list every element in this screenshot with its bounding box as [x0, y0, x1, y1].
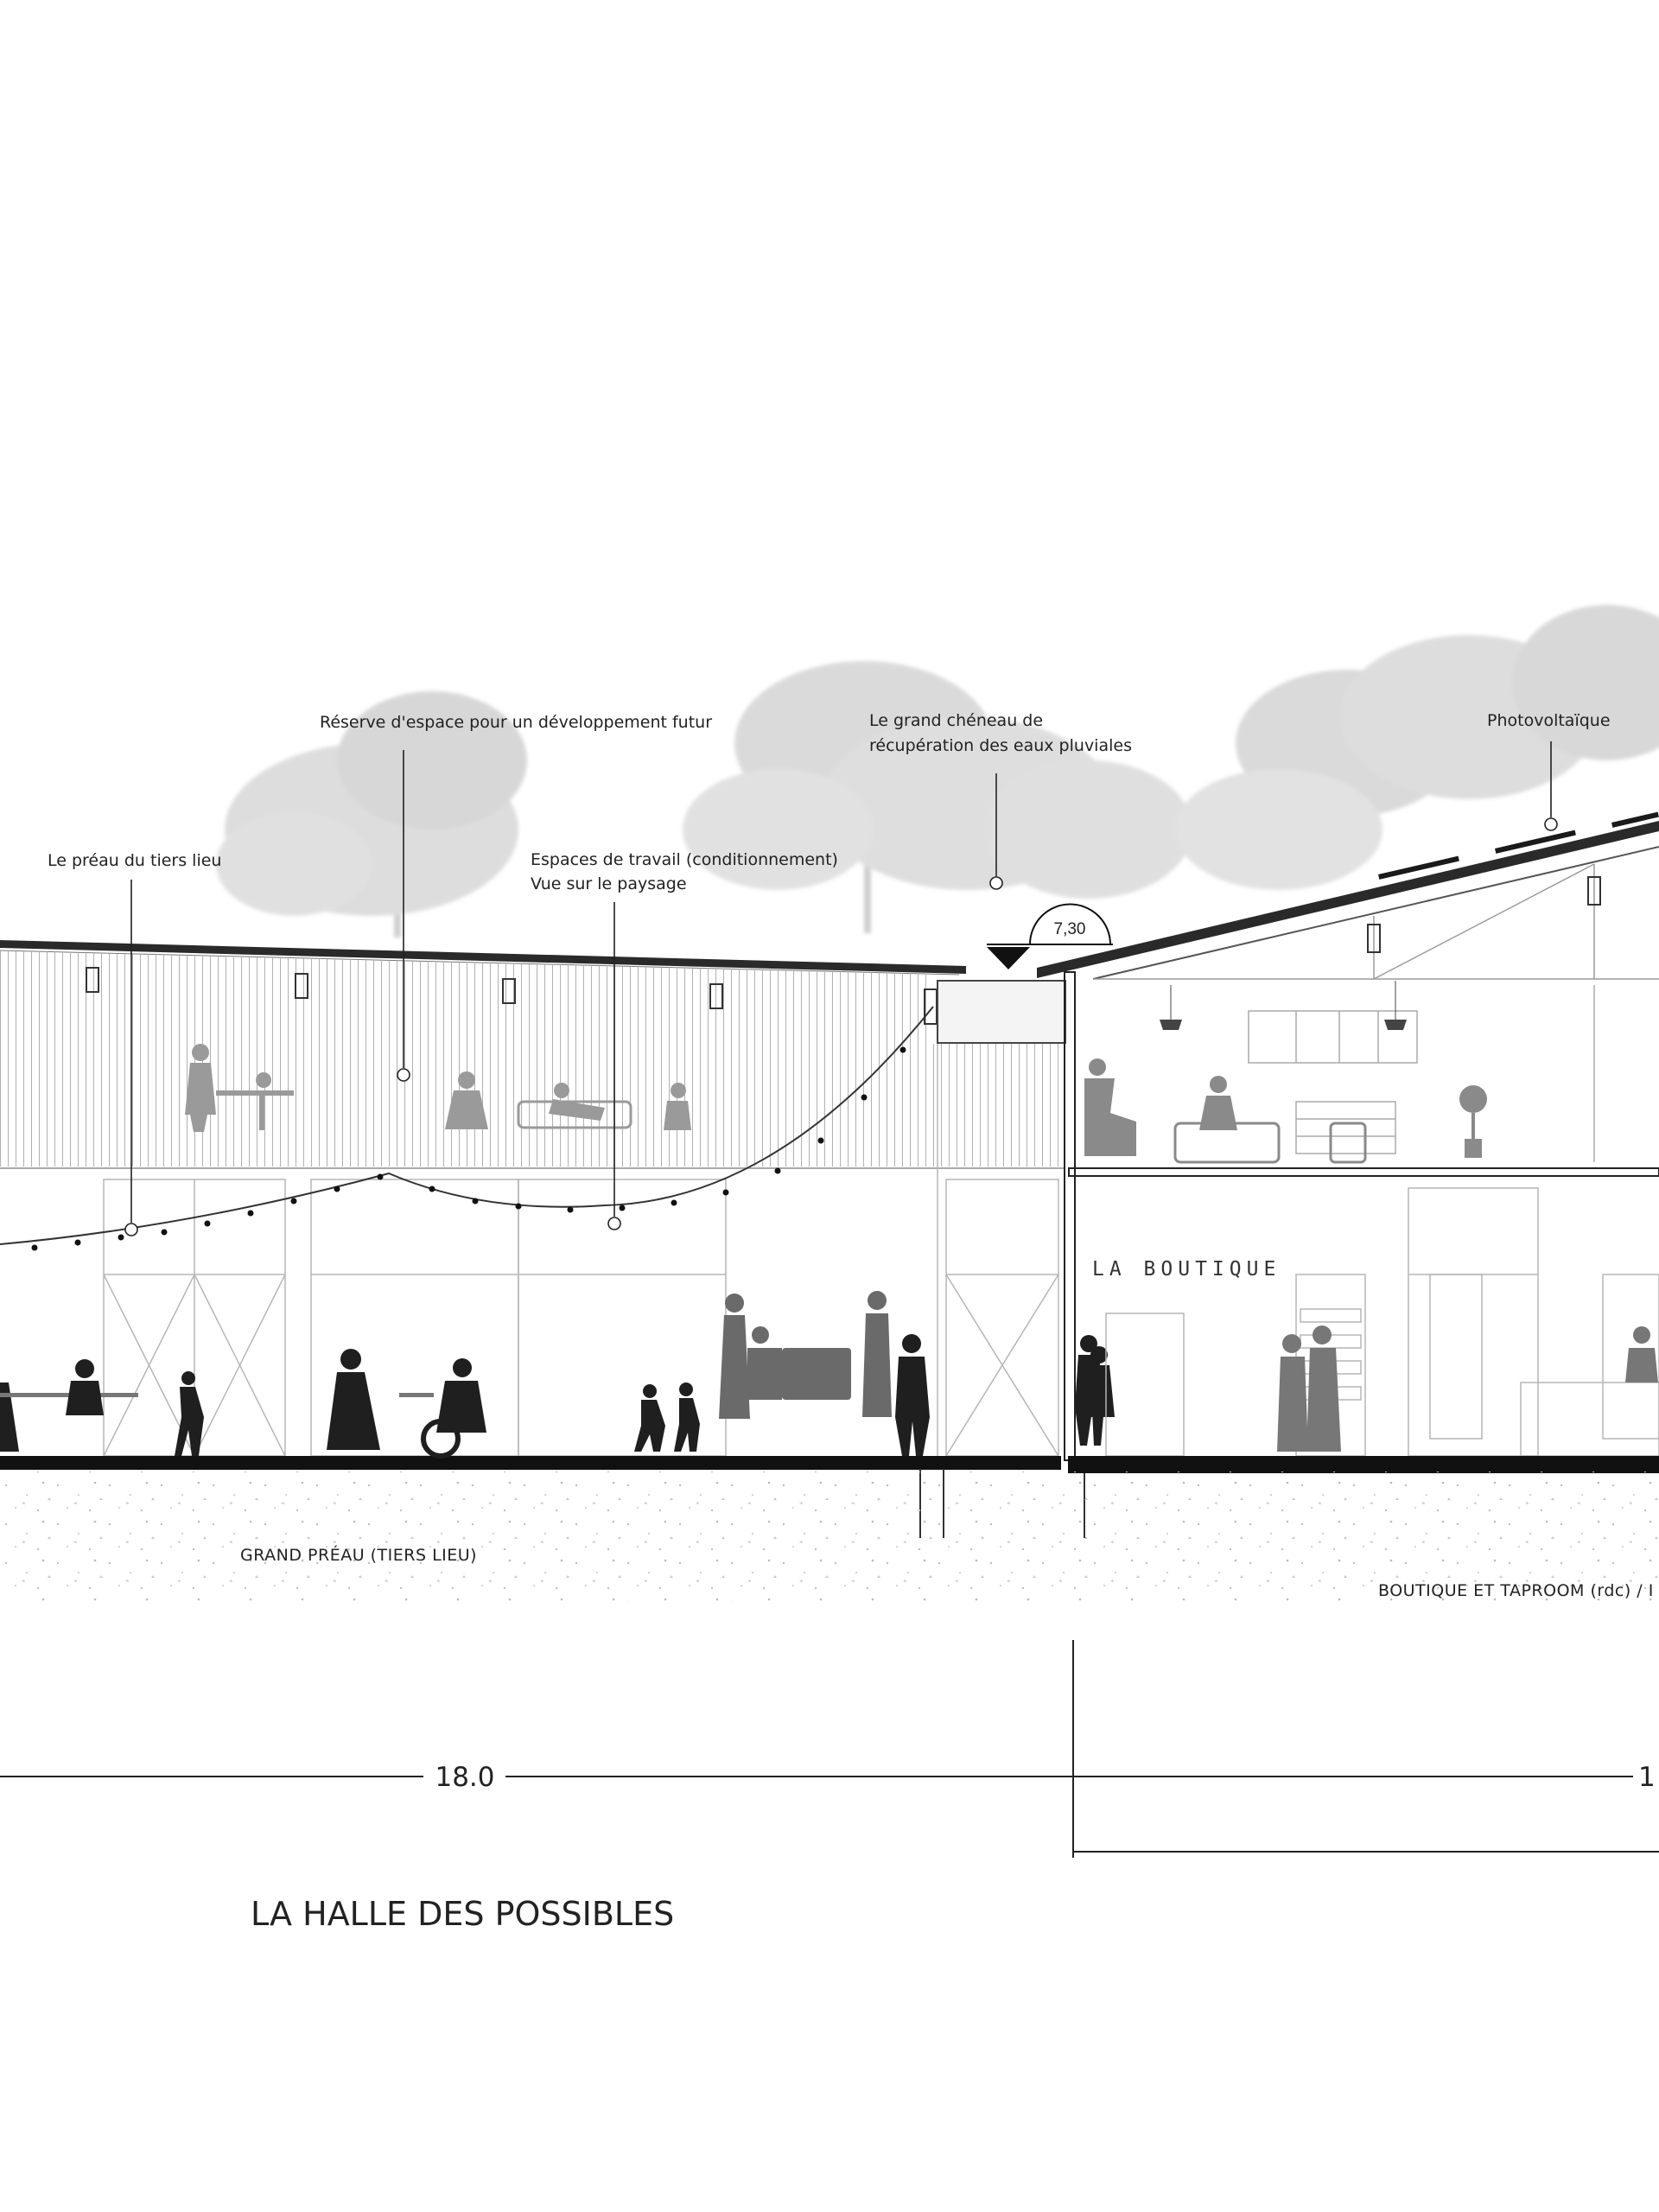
- drawing-title: LA HALLE DES POSSIBLES: [251, 1895, 674, 1933]
- upper-level-people: [185, 1044, 691, 1132]
- annotation-cheneau-line1: Le grand chéneau de: [869, 711, 1043, 730]
- string-lights: [0, 1006, 934, 1251]
- boutique-sign: LA BOUTIQUE: [1092, 1258, 1281, 1281]
- dimension-right: 1: [1638, 1762, 1656, 1793]
- dimension-lines: [0, 1640, 1659, 1858]
- zone-label-boutique: BOUTIQUE ET TAPROOM (rdc) / I: [1378, 1581, 1654, 1600]
- annotation-photovoltaique: Photovoltaïque: [1487, 711, 1611, 730]
- annotation-reserve: Réserve d'espace pour un développement f…: [320, 713, 712, 732]
- dimension-left: 18.0: [435, 1762, 494, 1793]
- annotation-preau: Le préau du tiers lieu: [48, 851, 221, 870]
- annotation-espaces-line2: Vue sur le paysage: [531, 874, 687, 893]
- level-marker: [987, 903, 1113, 969]
- level-value: 7,30: [1054, 920, 1086, 938]
- annotation-cheneau-line2: récupération des eaux pluviales: [869, 736, 1132, 755]
- ground-soil: [0, 1471, 1659, 1601]
- right-building: [1037, 811, 1659, 1538]
- ground-level-people: [0, 1291, 1115, 1459]
- background-trees: [216, 605, 1659, 938]
- annotation-espaces-line1: Espaces de travail (conditionnement): [531, 850, 838, 869]
- zone-label-grand-preau: GRAND PRÉAU (TIERS LIEU): [240, 1545, 477, 1565]
- annotation-leaders: [124, 741, 1558, 1236]
